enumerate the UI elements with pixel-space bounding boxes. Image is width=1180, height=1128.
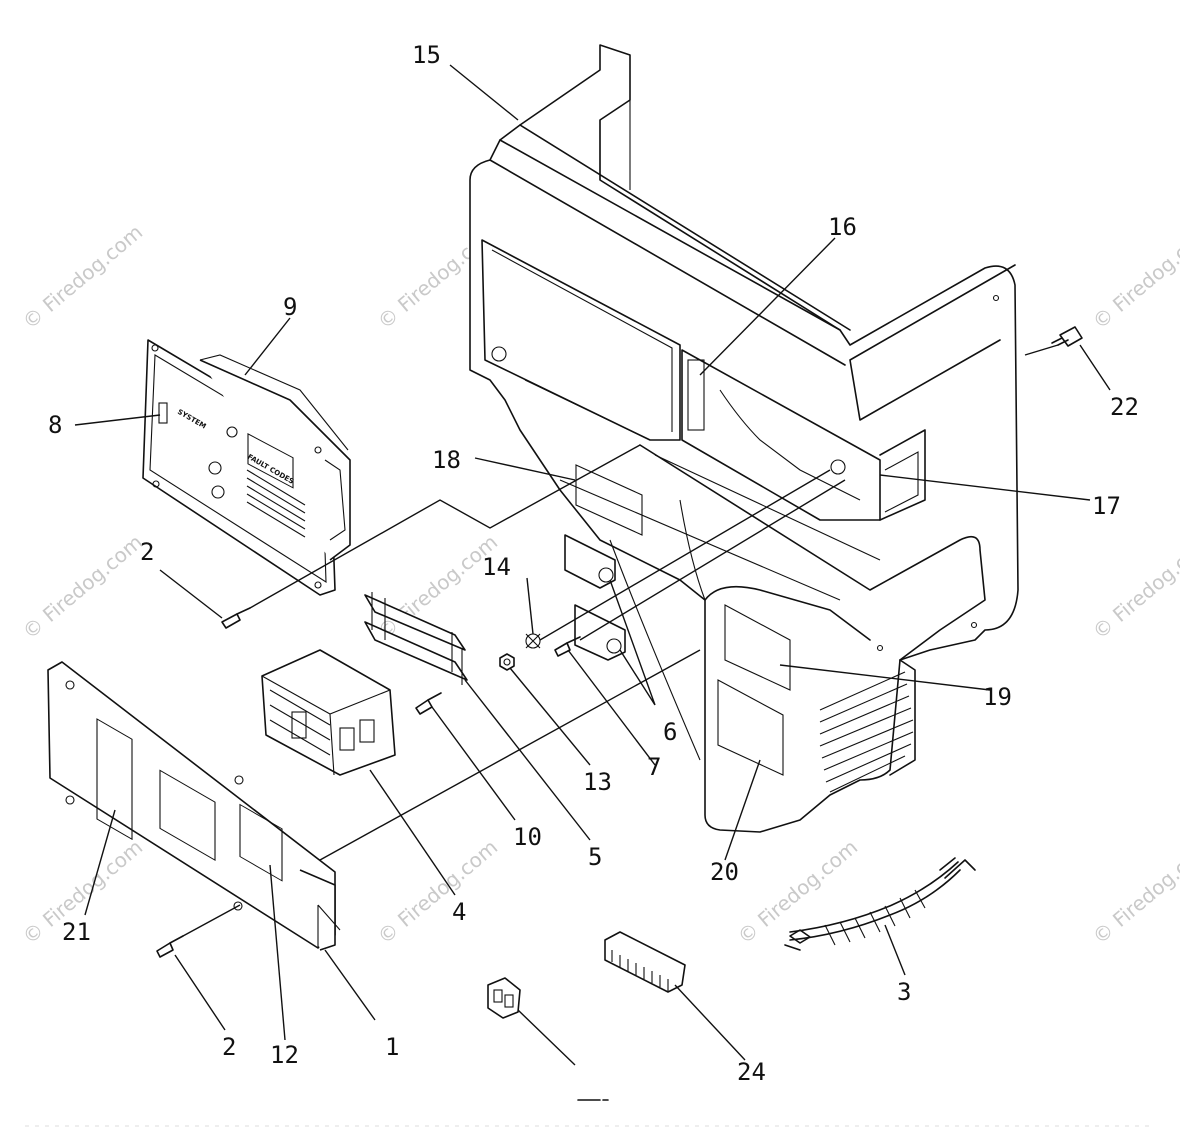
control-panel-part-8: SYSTEM FAULT CODES [142,339,351,596]
callout-2-lower: 2 [222,1033,236,1061]
callout-12: 16 [828,213,857,241]
panel-part-1 [47,661,341,951]
leader-24 [674,984,746,1061]
leader-19 [509,667,591,766]
bracket-part-4 [364,592,468,685]
callout-13: 17 [1092,492,1121,520]
callout-20: 3 [897,978,911,1006]
callout-3: 4 [452,898,466,926]
screw-part-22 [1051,326,1083,347]
watermark: © Firedog.com [18,530,147,644]
leader-panel-housing [319,649,701,861]
connector-small [487,977,521,1019]
watermark: © Firedog.com [1088,835,1180,949]
callout-2-upper: 2 [140,538,154,566]
callout-18: 12 [270,1041,299,1069]
callout-19: 13 [583,768,612,796]
leader-2-lower [174,954,226,1031]
watermark: © Firedog.com [373,835,502,949]
screw-part-2-upper [221,607,251,629]
leader-10 [449,64,519,121]
label-area-15 [724,604,791,691]
callout-5: 6 [663,718,677,746]
leader-6 [567,649,656,766]
leader-through-housing [539,469,846,641]
leader-17 [84,809,116,916]
leader-20 [884,924,906,976]
callout-8: 9 [283,293,297,321]
callout-16: 20 [710,858,739,886]
housing-part-10 [469,44,1019,833]
leader-7 [74,414,161,426]
callout-6: 7 [647,753,661,781]
watermark: © Firedog.com [1088,530,1180,644]
leader-2-through [249,444,641,609]
screw-part-6 [554,636,581,657]
callout-labels: 15 16 17 18 19 20 22 9 8 2 14 6 7 13 10 … [48,41,1139,1086]
leader-22 [1079,344,1111,391]
breaker-part-3 [261,649,396,776]
leader-9 [431,706,516,821]
leader-13 [879,474,1091,501]
leader-12 [699,237,836,376]
callout-17: 21 [62,918,91,946]
leader-15 [779,664,991,691]
vent-slots [819,671,914,793]
callout-24: 24 [737,1058,766,1086]
callout-21: 14 [482,553,511,581]
leader-2-lower-rail [182,904,241,937]
leader-connector-cropped [517,1009,576,1066]
nut-part-19 [499,653,515,671]
callout-9: 10 [513,823,542,851]
callout-14: 18 [432,446,461,474]
screw-part-9 [415,692,442,715]
leader-8 [244,317,291,376]
leader-5 [609,579,656,706]
leader-14 [474,457,576,481]
leader-22-rail [1024,344,1059,356]
callout-15: 19 [983,683,1012,711]
callout-22: 22 [1110,393,1139,421]
leader-16 [724,759,761,861]
leader-1 [324,949,376,1021]
connector-part-24 [604,931,686,993]
watermark: © Firedog.com [1088,220,1180,334]
label-area-14 [575,464,643,536]
callout-1: 1 [385,1033,399,1061]
leader-2-upper [159,569,223,619]
washer-part-21 [525,633,541,649]
leader-3 [369,769,456,896]
callout-10: 15 [412,41,441,69]
leader-21 [526,577,534,635]
leader-18 [269,864,286,1041]
leader-4 [464,679,591,841]
callout-7: 8 [48,411,62,439]
label-area-16 [717,679,784,776]
screw-part-2-lower [156,935,184,958]
leader-lines [74,64,1111,1066]
harness-part-20 [784,857,976,951]
watermark: © Firedog.com [18,220,147,334]
terminal-part-5 [564,534,626,661]
callout-4: 5 [588,843,602,871]
